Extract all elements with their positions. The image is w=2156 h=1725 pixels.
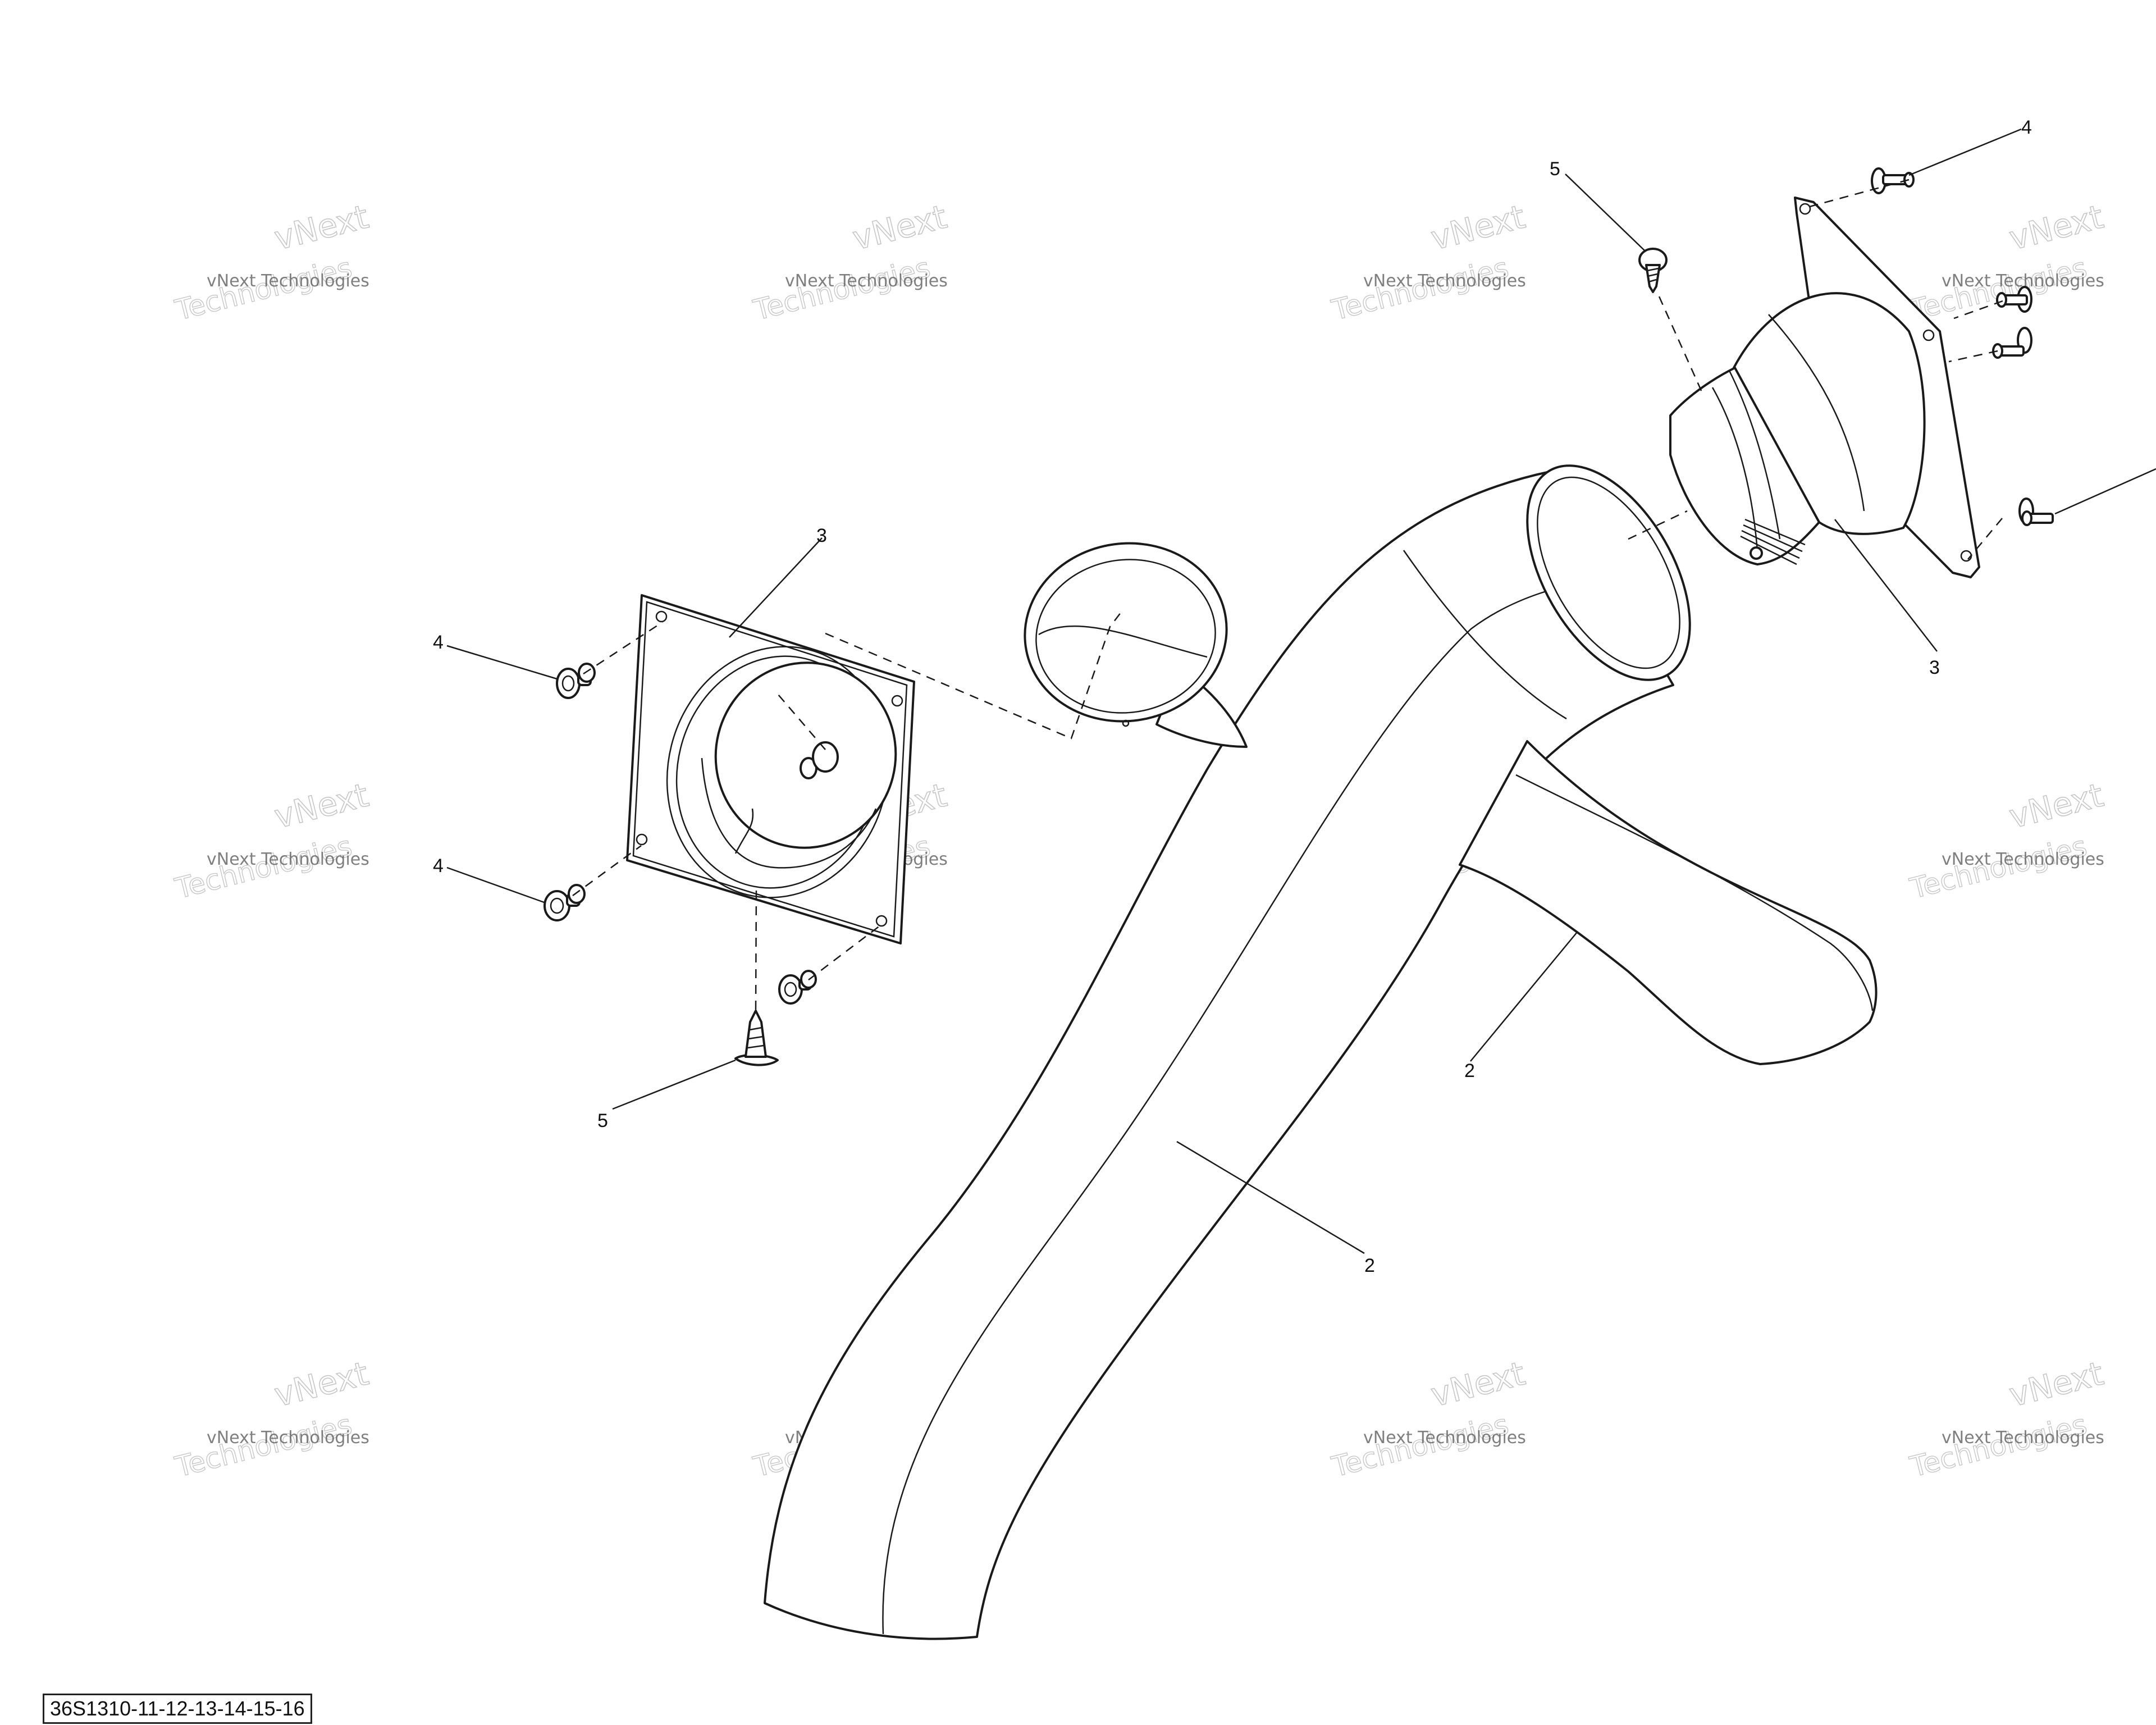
callout-3-right: 3: [1929, 657, 1940, 678]
part-5-screws: [734, 248, 1668, 1066]
watermark-line1: vNext Technologies: [785, 271, 948, 291]
part-2-short-tube: [1024, 542, 1878, 1065]
rivet-right-mid1: [1996, 286, 2032, 313]
screw-left-bottom: [734, 1010, 779, 1066]
watermark-line2: vNext: [271, 1354, 372, 1414]
callout-labels: 4 5 4 3 3 4 4 5 2 2: [433, 117, 2032, 1276]
watermark-line1: vNext Technologies: [207, 850, 369, 869]
assembly-lines: [572, 179, 2003, 1010]
watermark-line2: vNext: [1427, 1354, 1529, 1414]
rivet-right-mid2: [1992, 327, 2032, 359]
callout-4-left-lower: 4: [433, 855, 444, 877]
callout-3-left: 3: [816, 525, 827, 546]
watermark-line1: vNext Technologies: [207, 271, 369, 291]
bolt-left-center: [800, 741, 839, 779]
watermark-line1: vNext Technologies: [1363, 1428, 1526, 1448]
callout-5-right-top: 5: [1550, 158, 1560, 180]
watermark-line2: vNext: [2006, 198, 2107, 258]
watermark-line1: vNext Technologies: [1363, 271, 1526, 291]
part-3-left-flange: [626, 594, 915, 944]
rivet-right-top: [1871, 167, 1915, 194]
watermark-line2: vNext: [271, 198, 372, 258]
figure-code-label: 36S1310-11-12-13-14-15-16: [43, 1694, 312, 1724]
screw-right-top: [1638, 248, 1668, 293]
watermark-line2: vNext: [2006, 776, 2107, 836]
callout-5-left: 5: [597, 1110, 608, 1131]
rivet-left-bottom: [778, 970, 817, 1005]
rivet-left-upper: [556, 663, 596, 699]
leader-lines: [446, 128, 2156, 1254]
watermark-line2: vNext: [2006, 1354, 2107, 1414]
watermark-line1: vNext Technologies: [207, 1428, 369, 1448]
part-4-fasteners: [543, 167, 2054, 1005]
part-2-long-tube: [764, 464, 1691, 1640]
rivet-left-lower: [543, 884, 586, 921]
watermark-line2: vNext: [1427, 198, 1529, 258]
callout-2-short-tube: 2: [1464, 1060, 1475, 1081]
part-3-right-flange: [1669, 197, 1980, 578]
watermark-line2: vNext: [271, 776, 372, 836]
watermark-line1: vNext Technologies: [1942, 850, 2104, 869]
watermark-line1: vNext Technologies: [1942, 1428, 2104, 1448]
callout-2-long-tube: 2: [1364, 1255, 1375, 1276]
hose-clamp: [1740, 518, 1806, 565]
callout-4-left-upper: 4: [433, 632, 444, 653]
rivet-right-bottom: [2018, 498, 2054, 526]
watermark-line2: vNext: [849, 198, 951, 258]
callout-4-right-top: 4: [2021, 117, 2032, 138]
